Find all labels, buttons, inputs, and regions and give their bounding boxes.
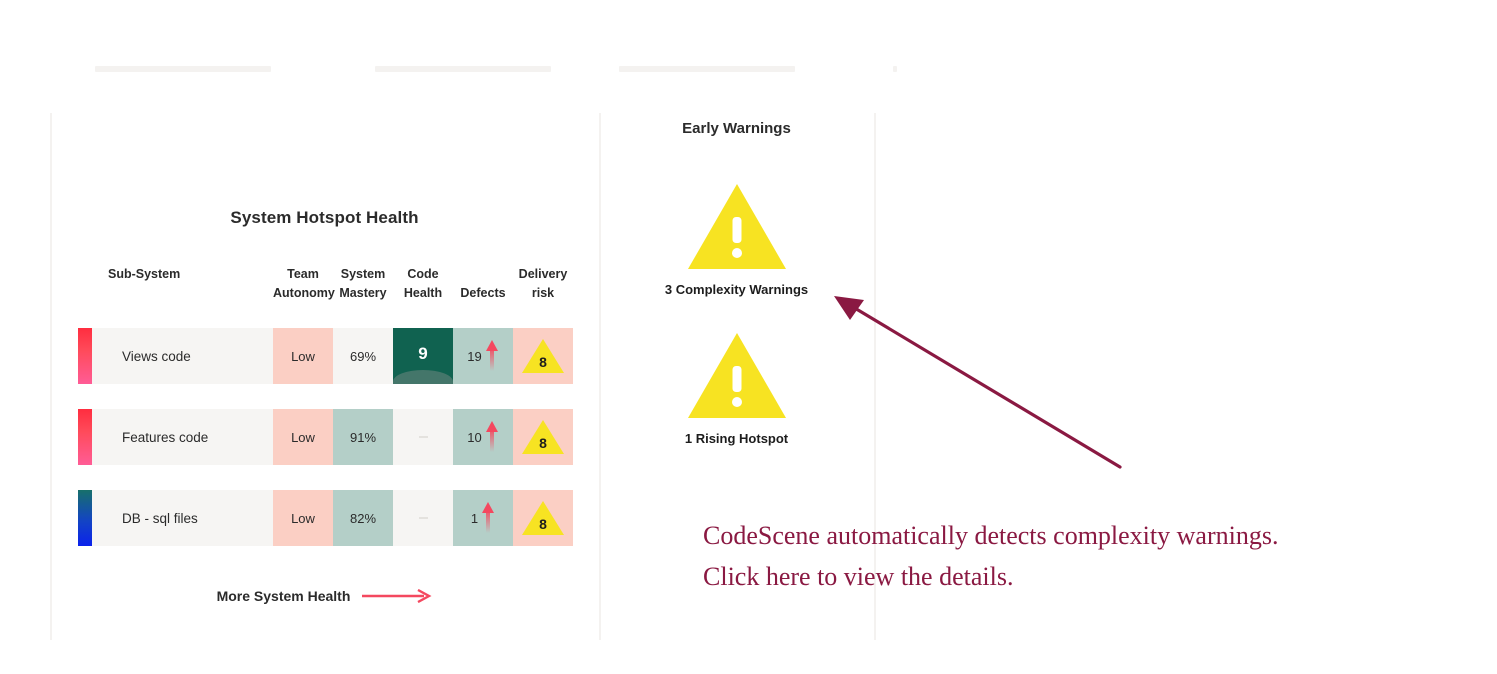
column-header-team-autonomy-line1: Team bbox=[287, 267, 319, 281]
table-row[interactable]: DB - sql files Low 82% 1 8 bbox=[50, 490, 599, 546]
early-warnings-title: Early Warnings bbox=[682, 120, 791, 137]
warning-triangle-icon bbox=[687, 184, 786, 269]
defects-count: 1 bbox=[470, 510, 479, 526]
row-color-swatch bbox=[78, 409, 92, 465]
column-header-system-mastery: System Mastery bbox=[333, 265, 393, 303]
cell-code-health bbox=[393, 490, 453, 546]
delivery-risk-value: 8 bbox=[539, 354, 547, 370]
trend-up-arrow-icon bbox=[482, 502, 495, 533]
column-header-subsystem: Sub-System bbox=[108, 267, 181, 281]
defects-value-group: 10 bbox=[467, 420, 498, 454]
skeleton-bar-4 bbox=[893, 66, 897, 72]
cell-delivery-risk: 8 bbox=[513, 328, 573, 384]
row-color-swatch bbox=[78, 328, 92, 384]
table-row[interactable]: Features code Low 91% 10 8 bbox=[50, 409, 599, 465]
delivery-risk-triangle-icon: 8 bbox=[522, 339, 564, 373]
row-color-swatch bbox=[78, 490, 92, 546]
defects-value-group: 19 bbox=[467, 339, 498, 373]
annotation-line-2: Click here to view the details. bbox=[703, 562, 1014, 591]
delivery-risk-value: 8 bbox=[539, 435, 547, 451]
cell-code-health bbox=[393, 409, 453, 465]
early-warnings-panel: Early Warnings 3 Complexity Warnings 1 R… bbox=[599, 113, 874, 640]
early-warning-item-rising-hotspot[interactable]: 1 Rising Hotspot bbox=[599, 330, 874, 446]
cell-delivery-risk: 8 bbox=[513, 409, 573, 465]
defects-count: 19 bbox=[467, 348, 482, 364]
cell-code-health: 9 bbox=[393, 328, 453, 384]
warning-triangle-icon bbox=[687, 333, 786, 418]
column-header-delivery-risk-line2: risk bbox=[531, 286, 555, 300]
hotspot-health-table: Sub-System Team Autonomy System Mastery … bbox=[50, 253, 599, 546]
annotation-line-1: CodeScene automatically detects complexi… bbox=[703, 521, 1279, 550]
page-title: System Hotspot Health bbox=[230, 208, 419, 227]
column-header-code-health-line1: Code bbox=[407, 267, 439, 281]
delivery-risk-triangle-icon: 8 bbox=[522, 420, 564, 454]
cell-subsystem-name: Features code bbox=[92, 409, 273, 465]
early-warning-item-complexity[interactable]: 3 Complexity Warnings bbox=[599, 181, 874, 297]
table-row[interactable]: Views code Low 69% 9 19 bbox=[50, 328, 599, 384]
cell-system-mastery: 69% bbox=[333, 328, 393, 384]
more-system-health-label: More System Health bbox=[216, 588, 351, 604]
delivery-risk-value: 8 bbox=[539, 516, 547, 532]
trend-up-arrow-icon bbox=[485, 421, 498, 452]
cell-defects: 19 bbox=[453, 328, 513, 384]
cell-system-mastery: 91% bbox=[333, 409, 393, 465]
defects-count: 10 bbox=[467, 429, 482, 445]
cell-defects: 1 bbox=[453, 490, 513, 546]
column-header-code-health: Code Health bbox=[393, 265, 453, 303]
cell-delivery-risk: 8 bbox=[513, 490, 573, 546]
skeleton-bar-2 bbox=[375, 66, 551, 72]
cell-defects: 10 bbox=[453, 409, 513, 465]
trend-up-arrow-icon bbox=[485, 340, 498, 371]
code-health-score: 9 bbox=[418, 344, 428, 363]
defects-value-group: 1 bbox=[471, 501, 495, 535]
code-health-empty-dash bbox=[418, 436, 428, 438]
column-header-delivery-risk: Delivery risk bbox=[513, 265, 573, 303]
cell-system-mastery: 82% bbox=[333, 490, 393, 546]
arrow-right-icon bbox=[362, 589, 432, 603]
column-header-system-mastery-line1: System bbox=[340, 267, 386, 281]
table-header-row: Sub-System Team Autonomy System Mastery … bbox=[50, 253, 599, 303]
code-health-wave-shape bbox=[393, 370, 453, 384]
delivery-risk-triangle-icon: 8 bbox=[522, 501, 564, 535]
more-system-health-link[interactable]: More System Health bbox=[50, 588, 599, 604]
code-health-empty-dash bbox=[418, 517, 428, 519]
column-header-team-autonomy-line2: Autonomy bbox=[273, 286, 335, 300]
column-header-defects: Defects bbox=[453, 284, 513, 303]
early-warning-caption: 3 Complexity Warnings bbox=[664, 282, 809, 297]
cell-team-autonomy: Low bbox=[273, 328, 333, 384]
skeleton-bar-3 bbox=[619, 66, 795, 72]
cell-team-autonomy: Low bbox=[273, 409, 333, 465]
panel-divider-middle bbox=[599, 113, 601, 640]
system-hotspot-health-panel: System Hotspot Health Sub-System Team Au… bbox=[50, 113, 599, 640]
panel-divider-left bbox=[50, 113, 52, 640]
cell-subsystem-name: DB - sql files bbox=[92, 490, 273, 546]
early-warning-caption: 1 Rising Hotspot bbox=[684, 431, 789, 446]
column-header-team-autonomy: Team Autonomy bbox=[273, 265, 335, 303]
column-header-delivery-risk-line1: Delivery bbox=[518, 267, 568, 281]
annotation-text: CodeScene automatically detects complexi… bbox=[703, 515, 1493, 597]
skeleton-bar-1 bbox=[95, 66, 271, 72]
column-header-code-health-line2: Health bbox=[403, 286, 443, 300]
column-header-system-mastery-line2: Mastery bbox=[339, 286, 387, 300]
column-header-defects-line1: Defects bbox=[460, 286, 506, 300]
cell-team-autonomy: Low bbox=[273, 490, 333, 546]
cell-subsystem-name: Views code bbox=[92, 328, 273, 384]
